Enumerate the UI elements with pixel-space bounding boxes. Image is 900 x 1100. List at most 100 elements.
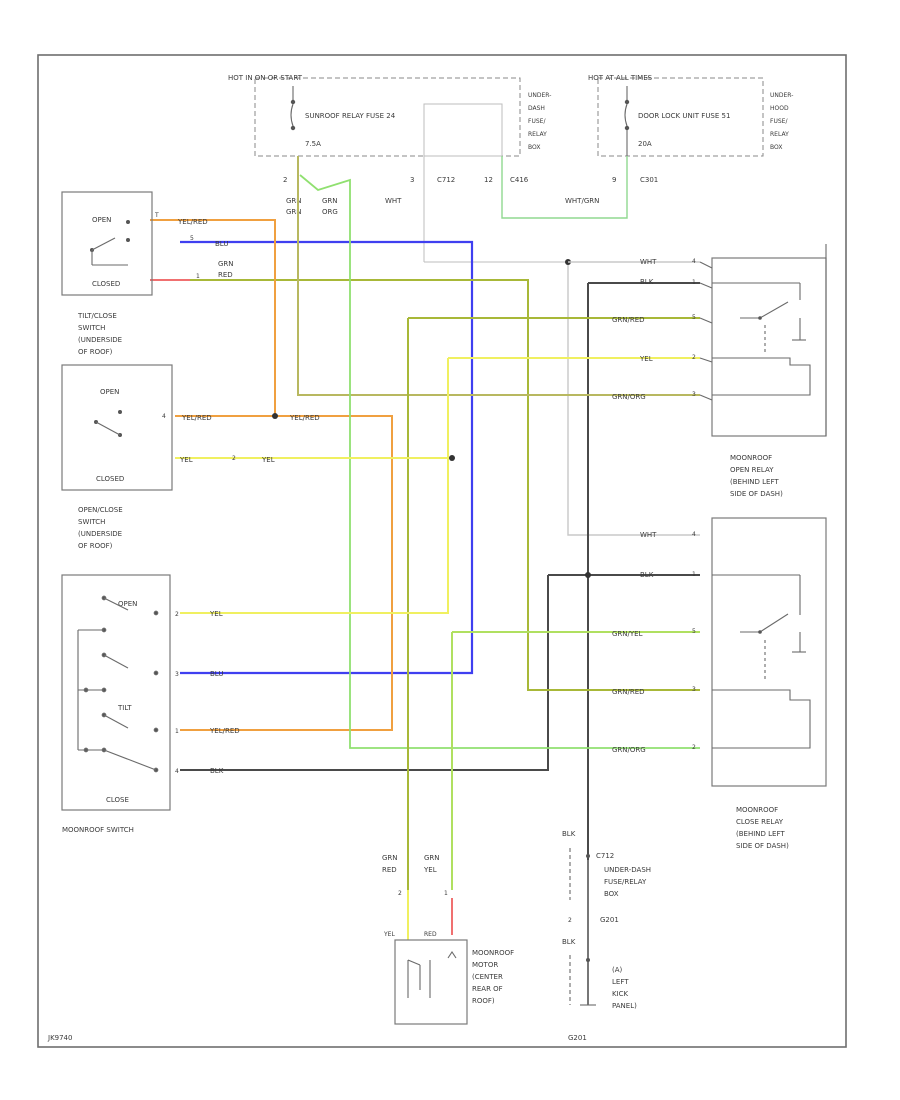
- connector-c416: C416: [510, 176, 529, 184]
- fuse-right-box-label-2: FUSE/: [770, 118, 788, 125]
- connector-c712: C712: [437, 176, 455, 184]
- oc-closed-label: CLOSED: [96, 475, 124, 483]
- ground-loc-0: (A): [612, 966, 623, 974]
- or-wire-wht: WHT: [640, 258, 657, 266]
- or-pin-4: 4: [692, 258, 696, 265]
- cr-title-0: MOONROOF: [736, 806, 778, 814]
- oc-wire-yel-red-b: YEL/RED: [289, 414, 320, 422]
- cr-title-2: (BEHIND LEFT: [736, 830, 785, 838]
- or-wire-yel: YEL: [639, 355, 653, 363]
- ms-tilt-label: TILT: [117, 704, 132, 712]
- ground-loc-2: KICK: [612, 990, 629, 998]
- connector-pin-9: 9: [612, 176, 616, 184]
- cr-wire-grn-red: GRN/RED: [612, 688, 645, 696]
- fuse-right-box-label-4: BOX: [770, 144, 782, 151]
- cr-pin-5: 5: [692, 628, 696, 635]
- ground-box-2: BOX: [604, 890, 619, 898]
- fuse-right-header: HOT AT ALL TIMES: [588, 74, 653, 82]
- open-close-switch: OPEN CLOSED 4 YEL/RED YEL/RED 2 YEL YEL …: [61, 364, 320, 550]
- cr-wire-wht: WHT: [640, 531, 657, 539]
- cr-wire-grn-org: GRN/ORG: [612, 746, 646, 754]
- fuse-box-right: HOT AT ALL TIMES DOOR LOCK UNIT FUSE 51 …: [588, 74, 793, 157]
- motor-pin-a: 2: [398, 890, 402, 897]
- wire-label-wht: WHT: [385, 197, 402, 205]
- or-pin-3: 3: [692, 391, 696, 398]
- wire-yel-red: [150, 219, 276, 416]
- wire-label-wht-grn: WHT/GRN: [565, 197, 599, 205]
- fuse-left-box-label-1: DASH: [528, 105, 545, 112]
- ground-wire-blk-2: BLK: [562, 938, 576, 946]
- ms-wire-blu: BLU: [210, 670, 223, 678]
- cr-title-1: CLOSE RELAY: [736, 818, 784, 826]
- motor-lead-b: RED: [424, 931, 437, 938]
- moonroof-close-relay: 4 1 5 3 2 WHT BLK GRN/YEL GRN/RED GRN/OR…: [612, 517, 827, 850]
- or-wire-grn-org: GRN/ORG: [612, 393, 646, 401]
- motor-lead-a: YEL: [383, 931, 395, 938]
- wire-label-grn-org-0: GRN: [322, 197, 338, 205]
- oc-title-1: SWITCH: [78, 518, 105, 526]
- ms-pin-3: 3: [175, 671, 179, 678]
- cr-title-3: SIDE OF DASH): [736, 842, 789, 850]
- ground-loc-3: PANEL): [612, 1002, 637, 1010]
- fuse-right-box-label-0: UNDER-: [770, 92, 793, 99]
- tilt-title-2: (UNDERSIDE: [78, 336, 122, 344]
- connector-c301: C301: [640, 176, 658, 184]
- tilt-title-1: SWITCH: [78, 324, 105, 332]
- wire-grn-org: [297, 156, 700, 396]
- wire-wht-grn: [501, 156, 628, 219]
- ground-g201: G201: [600, 916, 619, 924]
- connector-pin-12: 12: [484, 176, 493, 184]
- motor-pin-b: 1: [444, 890, 448, 897]
- fuse-left-box-label-2: FUSE/: [528, 118, 546, 125]
- oc-wire-yel-b: YEL: [261, 456, 275, 464]
- ms-pin-4: 4: [175, 768, 179, 775]
- wire-yel-switch: [180, 358, 449, 614]
- wire-yel-red-2: [175, 415, 393, 731]
- or-pin-1: 1: [692, 279, 696, 286]
- ms-pin-1: 1: [175, 728, 179, 735]
- fuse-right-box-label-1: HOOD: [770, 105, 789, 112]
- fuse-left-box-label-3: RELAY: [528, 131, 547, 138]
- or-title-3: SIDE OF DASH): [730, 490, 783, 498]
- motor-title-3: REAR OF: [472, 985, 503, 993]
- tilt-open-label: OPEN: [92, 216, 111, 224]
- tilt-title-0: TILT/CLOSE: [77, 312, 117, 320]
- tilt-title-3: OF ROOF): [78, 348, 113, 356]
- motor-wire-a-1: RED: [382, 866, 397, 874]
- cr-pin-1: 1: [692, 571, 696, 578]
- wire-label-grn-grn-1: GRN: [286, 208, 302, 216]
- tilt-wire-blu: BLU: [215, 240, 228, 248]
- oc-title-0: OPEN/CLOSE: [78, 506, 123, 514]
- ms-close-label: CLOSE: [106, 796, 129, 804]
- fuse-left-rating: 7.5A: [305, 140, 321, 148]
- ground-box-0: UNDER-DASH: [604, 866, 651, 874]
- wire-grn-red-two: [190, 279, 700, 691]
- junction-box: [423, 103, 503, 157]
- or-pin-5: 5: [692, 314, 696, 321]
- fuse-left-header: HOT IN ON OR START: [228, 74, 303, 82]
- motor-title-1: MOTOR: [472, 961, 498, 969]
- cr-wire-blk: BLK: [640, 571, 654, 579]
- moonroof-switch: OPEN TILT CLOSE 2 YEL 3 BLU 1 YEL/RED 4 …: [61, 574, 240, 834]
- fuse-right-label: DOOR LOCK UNIT FUSE 51: [638, 112, 730, 120]
- diagram-frame: [37, 54, 847, 1048]
- connector-pin-3: 3: [410, 176, 414, 184]
- ground-box-1: FUSE/RELAY: [604, 878, 647, 886]
- tilt-wire-red: RED: [218, 271, 233, 279]
- ms-wire-yel: YEL: [209, 610, 223, 618]
- wire-wht: [567, 262, 700, 536]
- oc-title-2: (UNDERSIDE: [78, 530, 122, 538]
- ms-title: MOONROOF SWITCH: [62, 826, 134, 834]
- ms-wire-blk: BLK: [210, 767, 224, 775]
- motor-title-2: (CENTER: [472, 973, 503, 981]
- motor-title-0: MOONROOF: [472, 949, 514, 957]
- or-title-1: OPEN RELAY: [730, 466, 774, 474]
- tilt-wire-grn: GRN: [218, 260, 234, 268]
- ground-wire-blk: BLK: [562, 830, 576, 838]
- moonroof-open-relay: 4 1 5 2 3 WHT BLK GRN/RED YEL GRN/ORG MO…: [612, 257, 827, 498]
- motor-wire-b-0: GRN: [424, 854, 440, 862]
- footer-left: JK9740: [47, 1034, 72, 1042]
- tilt-pin-t: T: [154, 212, 159, 219]
- fuse-right-rating: 20A: [638, 140, 652, 148]
